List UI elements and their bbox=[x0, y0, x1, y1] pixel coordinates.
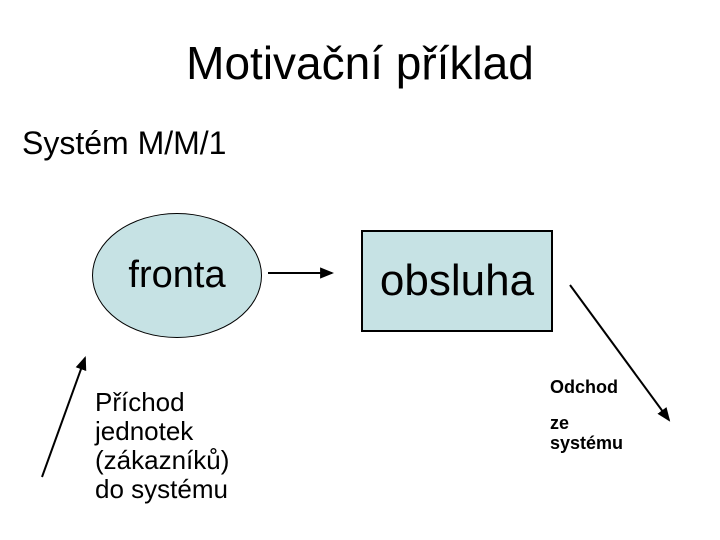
slide-title: Motivační příklad bbox=[186, 37, 534, 89]
departure-text: Odchod ze systému bbox=[550, 377, 623, 453]
arrival-text-line: Příchod bbox=[95, 387, 185, 417]
arrival-text-line: do systému bbox=[95, 474, 228, 504]
service-rectangle-shape: obsluha bbox=[361, 230, 553, 332]
departure-text-line: Odchod bbox=[550, 377, 618, 397]
arrival-text-line: jednotek bbox=[95, 416, 194, 446]
arrival-text: Příchod jednotek (zákazníků) do systému bbox=[95, 388, 229, 504]
service-label: obsluha bbox=[379, 256, 535, 305]
departure-text-line: ze bbox=[550, 413, 570, 433]
arrival-text-line: (zákazníků) bbox=[95, 445, 230, 475]
arrow-arrival-icon bbox=[41, 356, 87, 478]
queue-ellipse-shape: fronta bbox=[92, 213, 262, 338]
departure-text-line: systému bbox=[550, 433, 624, 453]
slide-subtitle: Systém M/M/1 bbox=[22, 125, 227, 161]
queue-label: fronta bbox=[128, 254, 226, 296]
